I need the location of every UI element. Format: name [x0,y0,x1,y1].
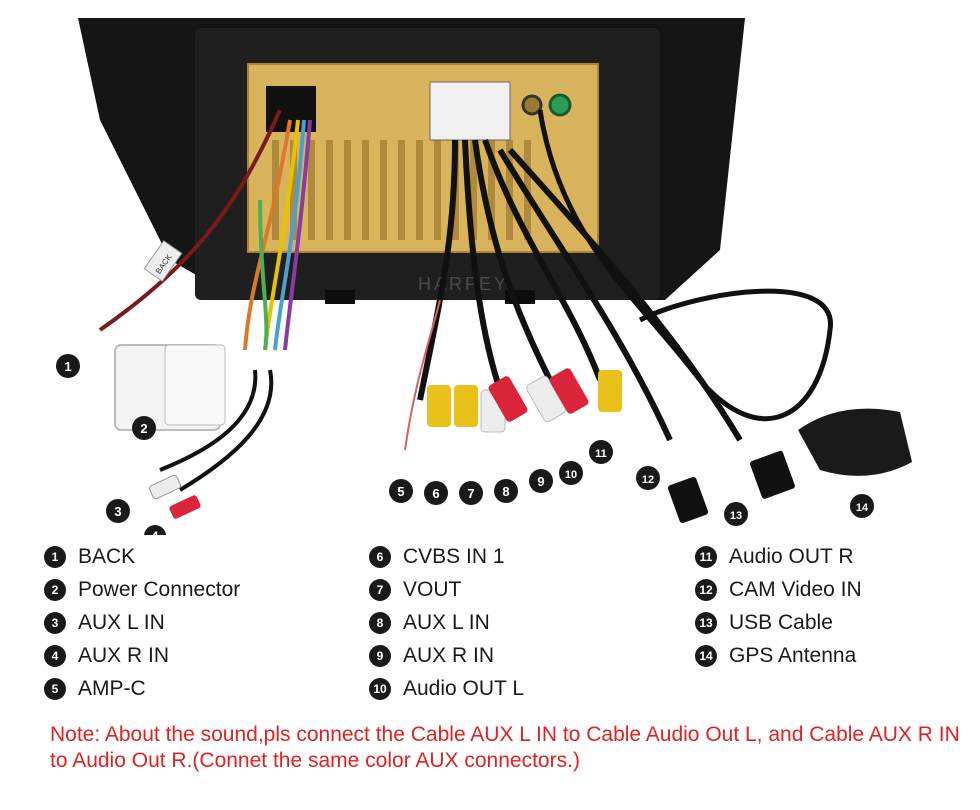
legend-number: 8 [369,611,391,634]
legend-item: 13 USB Cable [695,606,862,639]
legend-column-1: 1 BACK 2 Power Connector 3 AUX L IN 4 AUX R … [44,540,240,705]
legend: 1 BACK 2 Power Connector 3 AUX L IN 4 AUX R … [0,540,980,710]
callout-13: 13 [730,510,742,522]
legend-label: AUX L IN [78,610,165,634]
legend-label: AMP-C [78,676,146,700]
legend-label: GPS Antenna [729,643,857,667]
legend-column-2: 6 CVBS IN 1 7 VOUT 8 AUX L IN 9 AUX R IN 10 A… [369,540,524,705]
legend-number: 7 [369,578,391,601]
callout-2: 2 [140,421,147,436]
legend-label: BACK [78,544,136,568]
connector-block-mid [429,81,511,141]
legend-number: 6 [369,545,391,568]
legend-label: Audio OUT R [729,544,854,568]
legend-item: 2 Power Connector [44,573,240,606]
callout-5: 5 [397,484,404,499]
callout-14: 14 [856,502,869,514]
legend-item: 9 AUX R IN [369,639,524,672]
legend-item: 5 AMP-C [44,672,240,705]
callout-1: 1 [64,359,71,374]
legend-label: Audio OUT L [403,676,525,700]
slot-left [325,290,355,304]
legend-item: 7 VOUT [369,573,524,606]
legend-number: 3 [44,611,66,634]
power-connector-2 [164,344,226,426]
legend-number: 5 [44,677,66,700]
legend-item: 4 AUX R IN [44,639,240,672]
legend-label: VOUT [403,577,462,601]
legend-label: AUX L IN [403,610,490,634]
legend-label: AUX R IN [403,643,495,667]
legend-item: 12 CAM Video IN [695,573,862,606]
legend-number: 14 [695,644,717,667]
callout-9: 9 [537,474,544,489]
callout-8: 8 [502,484,509,499]
legend-item: 8 AUX L IN [369,606,524,639]
back-tag [143,240,183,282]
watermark: HARFEY [418,274,509,294]
legend-item: 1 BACK [44,540,240,573]
legend-number: 11 [695,545,717,568]
legend-label: CVBS IN 1 [403,544,505,568]
usb-cable-2 [750,450,795,499]
antenna-port [521,94,543,116]
legend-number: 10 [369,677,391,700]
legend-item: 11 Audio OUT R [695,540,862,573]
legend-item: 14 GPS Antenna [695,639,862,672]
legend-number: 4 [44,644,66,667]
callout-3: 3 [114,504,121,519]
legend-item: 10 Audio OUT L [369,672,524,705]
callout-10: 10 [565,469,577,481]
wire-bundle [98,109,833,492]
callout-6: 6 [432,486,439,501]
product-photo: HARFEY BACK [56,18,912,535]
photo-callouts: 1 2 3 4 5 6 7 8 9 10 11 12 13 14 [56,354,874,535]
gps-antenna [798,408,912,476]
legend-label: Power Connector [78,577,241,601]
legend-number: 12 [695,578,717,601]
legend-column-3: 11 Audio OUT R 12 CAM Video IN 13 USB Cable… [695,540,862,672]
legend-number: 1 [44,545,66,568]
callout-12: 12 [642,474,654,486]
legend-item: 3 AUX L IN [44,606,240,639]
legend-number: 9 [369,644,391,667]
legend-number: 13 [695,611,717,634]
callout-11: 11 [595,448,607,460]
aux-rca-left [148,474,201,519]
callout-7: 7 [467,486,474,501]
legend-label: CAM Video IN [729,577,862,601]
legend-label: USB Cable [729,610,833,634]
callout-4: 4 [152,529,159,535]
legend-label: AUX R IN [78,643,170,667]
legend-number: 2 [44,578,66,601]
sound-connection-note: Note: About the sound,pls connect the Ca… [50,723,960,772]
green-port [548,93,572,117]
usb-cable-1 [667,476,709,524]
rca-plugs [427,368,622,433]
legend-item: 6 CVBS IN 1 [369,540,524,573]
